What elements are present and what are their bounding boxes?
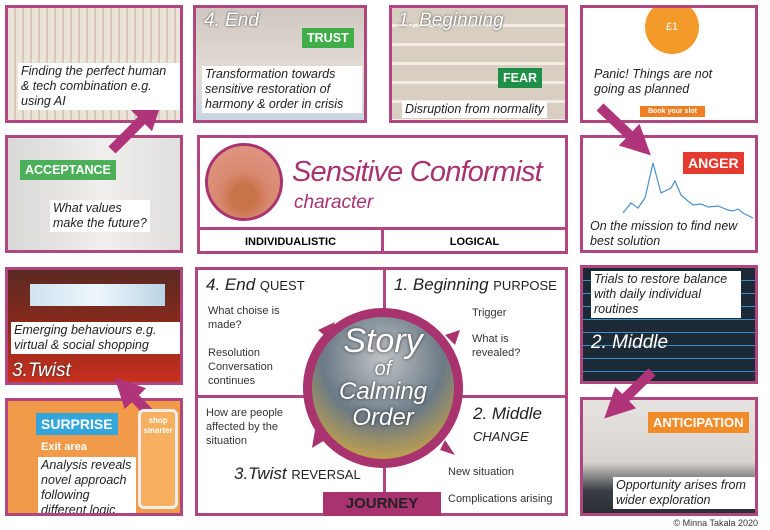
screens-image	[30, 284, 165, 306]
panel-twist: Emerging behaviours e.g. virtual & socia…	[5, 267, 183, 385]
caption: Opportunity arises from wider exploratio…	[613, 477, 755, 509]
panel-surprise: SURPRISE shop smarter Exit area Analysis…	[5, 398, 183, 516]
book-slot-button[interactable]: Book your slot	[640, 106, 706, 117]
trait-logical: LOGICAL	[384, 227, 565, 254]
caption: Transformation towards sensitive restora…	[202, 66, 362, 113]
character-photo	[205, 143, 283, 221]
emotion-tag: SURPRISE	[36, 413, 118, 435]
panel-anger: ANGER On the mission to find new best so…	[580, 135, 758, 253]
quadrant-twist-heading: 3.Twist REVERSAL	[234, 464, 361, 483]
quadrant-item: Trigger	[472, 307, 507, 319]
story-word: Story	[343, 322, 423, 360]
sign-text: Exit area	[41, 441, 87, 453]
emotion-tag: FEAR	[498, 68, 543, 88]
character-title: Sensitive Conformist	[292, 156, 543, 188]
panel-anticipation: ANTICIPATION Opportunity arises from wid…	[580, 397, 758, 516]
character-subtitle: character	[294, 192, 374, 213]
delivery-truck-icon: £1	[645, 8, 699, 54]
phone-image: shop smarter	[138, 409, 178, 509]
panel-middle: Trials to restore balance with daily ind…	[580, 265, 758, 384]
trait-individualistic: INDIVIDUALISTIC	[200, 227, 384, 254]
story-box: 4. End QUEST What choise is made? Resolu…	[195, 267, 568, 516]
story-word: Calming	[338, 378, 428, 405]
story-word: of	[374, 358, 392, 380]
emotion-tag: ANTICIPATION	[648, 412, 749, 433]
journey-label: JOURNEY	[323, 492, 441, 516]
panel-acceptance: ACCEPTANCE What values make the future?	[5, 135, 183, 253]
stage-title: 2. Middle	[591, 332, 669, 353]
caption: On the mission to find new best solution	[587, 218, 752, 250]
panel-panic: £1 Panic! Things are not going as planne…	[580, 5, 758, 123]
stage-title: 4. End	[204, 10, 259, 31]
caption: Disruption from normality	[402, 101, 547, 118]
caption: Finding the perfect human & tech combina…	[18, 63, 180, 110]
caption: Panic! Things are not going as planned	[591, 66, 741, 98]
copyright: © Minna Takala 2020	[673, 518, 758, 528]
panel-tech: Finding the perfect human & tech combina…	[5, 5, 183, 123]
quadrant-item: What is revealed?	[472, 333, 521, 359]
stage-title: 1. Beginning	[398, 10, 504, 31]
trend-line-image	[622, 162, 754, 219]
quadrant-item: New situation	[448, 466, 515, 478]
character-box: Sensitive Conformist character INDIVIDUA…	[197, 135, 568, 254]
stage-title: 3.Twist	[12, 360, 71, 381]
story-word: Order	[352, 404, 414, 431]
quadrant-item: Resolution Conversation continues	[208, 347, 273, 387]
emotion-tag: ANGER	[683, 152, 744, 174]
quadrant-item: Complications arising	[448, 493, 553, 505]
caption: Emerging behaviours e.g. virtual & socia…	[11, 322, 180, 354]
caption: Analysis reveals novel approach followin…	[38, 457, 136, 513]
panel-end: 4. End TRUST Transformation towards sens…	[193, 5, 367, 123]
caption: What values make the future?	[50, 200, 150, 232]
quadrant-item: How are people affected by the situation	[206, 407, 284, 447]
story-circle: Story of Calming Order	[303, 308, 463, 468]
panel-beginning: 1. Beginning FEAR Disruption from normal…	[389, 5, 568, 123]
emotion-tag: ACCEPTANCE	[20, 160, 116, 180]
emotion-tag: TRUST	[302, 28, 354, 48]
quadrant-item: What choise is made?	[208, 305, 280, 331]
quadrant-end-heading: 4. End QUEST	[206, 275, 305, 294]
quadrant-beginning-heading: 1. Beginning PURPOSE	[394, 275, 557, 294]
caption: Trials to restore balance with daily ind…	[591, 271, 741, 318]
